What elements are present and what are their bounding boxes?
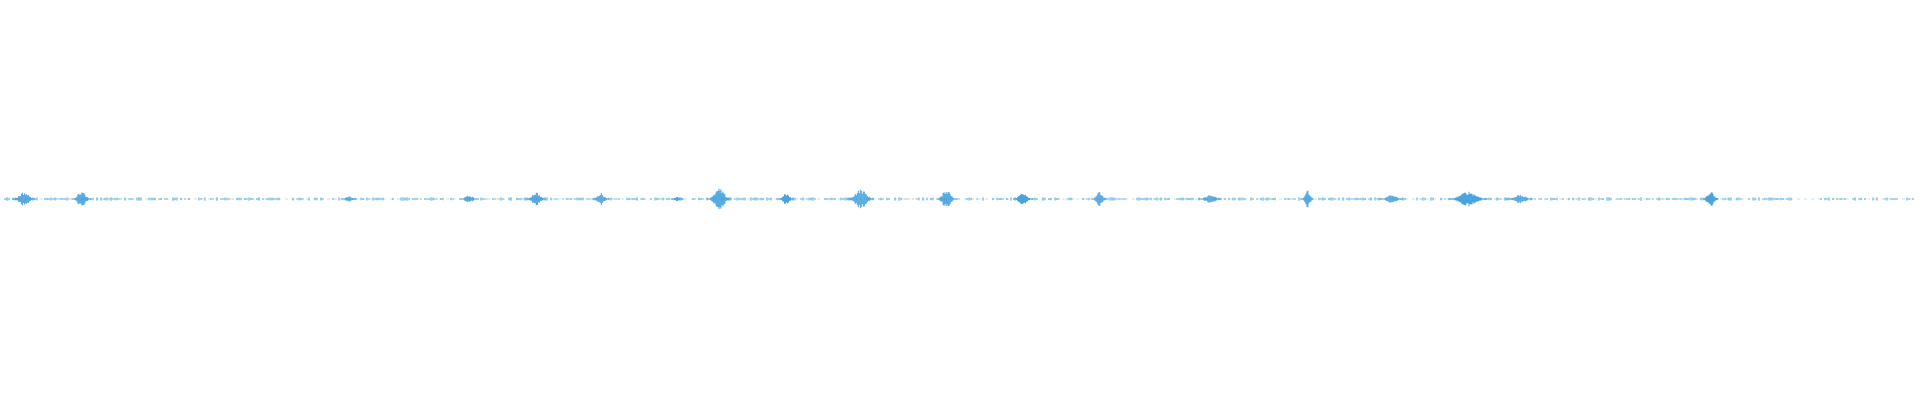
waveform-burst <box>71 192 92 206</box>
waveform-burst <box>12 192 36 206</box>
waveform-burst <box>525 192 546 206</box>
waveform-burst <box>936 192 957 206</box>
waveform-burst <box>707 188 731 210</box>
waveform-burst <box>1379 195 1403 203</box>
